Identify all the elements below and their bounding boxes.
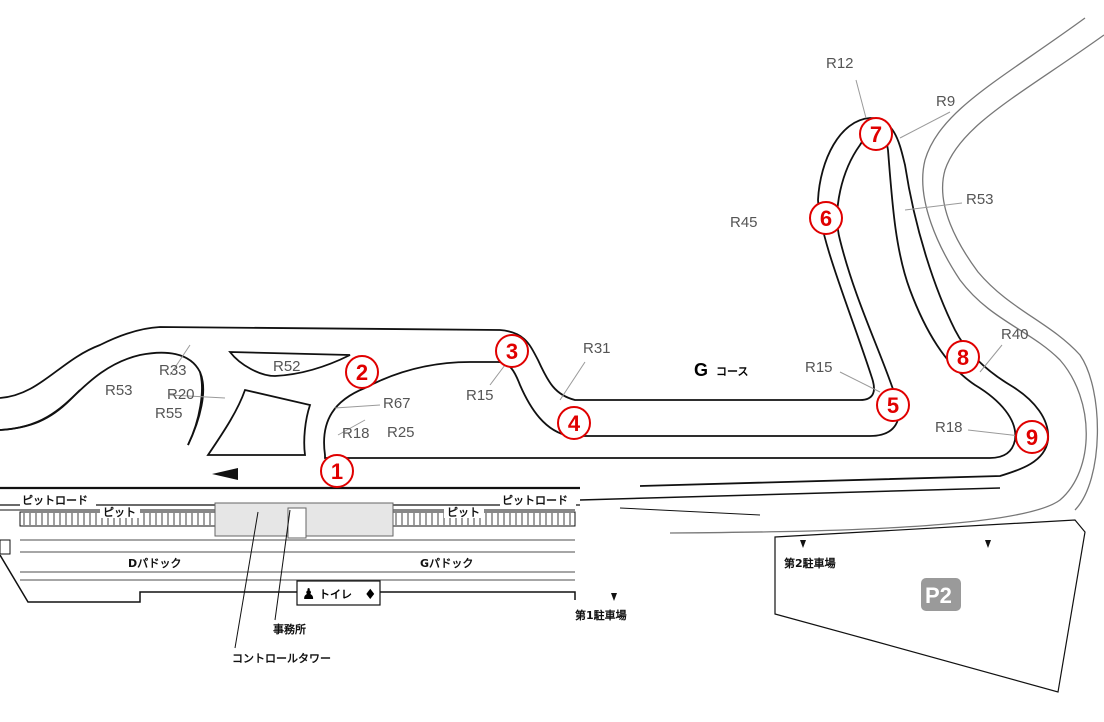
office-label: 事務所 (273, 622, 306, 636)
pit-right-label: ピット (447, 506, 480, 519)
parking-1-label: 第1駐車場 (575, 608, 627, 622)
paddock-boundary (0, 554, 576, 603)
radius-r45: R45 (730, 214, 758, 231)
radius-r15-right: R15 (805, 359, 833, 376)
corner-8: 8 (946, 340, 980, 374)
toilet-label: トイレ (319, 588, 352, 601)
track-inner-island (323, 131, 1017, 459)
radius-r33: R33 (159, 362, 187, 379)
corner-1: 1 (320, 454, 354, 488)
paddock-d-label: Dパドック (128, 557, 181, 570)
radius-r25: R25 (387, 424, 415, 441)
radius-r40: R40 (1001, 326, 1029, 343)
corner-5-label: 5 (887, 393, 899, 418)
office-leader (274, 509, 291, 621)
corner-7-label: 7 (870, 122, 882, 147)
corner-5: 5 (876, 388, 910, 422)
track-hairpin-left (0, 371, 203, 446)
corner-7: 7 (859, 117, 893, 151)
pit-road-right-bg (500, 493, 576, 506)
radius-r53-left: R53 (105, 382, 133, 399)
parking-1-marker (611, 593, 617, 601)
office-building (287, 507, 307, 539)
course-letter: G (694, 360, 708, 380)
track-outer-edge (0, 117, 1049, 487)
paddock-g-label: Gパドック (420, 557, 473, 570)
toilet-box (296, 580, 381, 606)
corner-1-label: 1 (331, 459, 343, 484)
radius-r15-left: R15 (466, 387, 494, 404)
radius-r20: R20 (167, 386, 195, 403)
corner-3-label: 3 (506, 339, 518, 364)
parking-badge: P2 (925, 583, 952, 608)
pit-right-bg (444, 506, 484, 518)
parking-2-marker (800, 540, 806, 548)
radius-r52: R52 (273, 358, 301, 375)
radius-r9: R9 (936, 93, 955, 110)
parking-2-area (774, 519, 1086, 693)
parking-badge-bg (921, 578, 961, 611)
radius-r53-right: R53 (966, 191, 994, 208)
corner-2: 2 (345, 355, 379, 389)
pit-exit-line (579, 487, 1001, 501)
radius-r12: R12 (826, 55, 854, 72)
corner-2-label: 2 (356, 360, 368, 385)
corner-6-label: 6 (820, 206, 832, 231)
corner-9: 9 (1015, 420, 1049, 454)
radius-r55: R55 (155, 405, 183, 422)
direction-arrow (212, 468, 238, 480)
pit-road-left-label: ピットロード (22, 494, 88, 507)
parking-2-marker-b (985, 540, 991, 548)
corner-6: 6 (809, 201, 843, 235)
outer-road-edge-a (669, 17, 1087, 534)
corner-4-label: 4 (568, 411, 581, 436)
pit-road-right-label: ピットロード (502, 494, 568, 507)
radius-r67: R67 (383, 395, 411, 412)
corner-4: 4 (557, 406, 591, 440)
radius-r18-right: R18 (935, 419, 963, 436)
toilet-female-icon: ♦ (364, 587, 377, 603)
control-tower-label: コントロールタワー (232, 652, 331, 665)
toilet-male-icon: ♟ (302, 585, 315, 603)
radius-pointers (169, 79, 1021, 437)
course-suffix: コース (716, 365, 748, 378)
corner-9-label: 9 (1026, 425, 1038, 450)
outer-road-edge-b (941, 34, 1104, 511)
radius-r31: R31 (583, 340, 611, 357)
tower-leader (234, 511, 259, 649)
pit-left-label: ピット (103, 506, 136, 519)
pit-road-left-bg (20, 493, 96, 506)
radius-r18-left: R18 (342, 425, 370, 442)
pit-left-bg (100, 506, 140, 518)
parking-2-road (619, 507, 761, 516)
small-gate (0, 539, 11, 555)
corner-3: 3 (495, 334, 529, 368)
corner-8-label: 8 (957, 345, 969, 370)
parking-2-label: 第2駐車場 (784, 556, 836, 570)
